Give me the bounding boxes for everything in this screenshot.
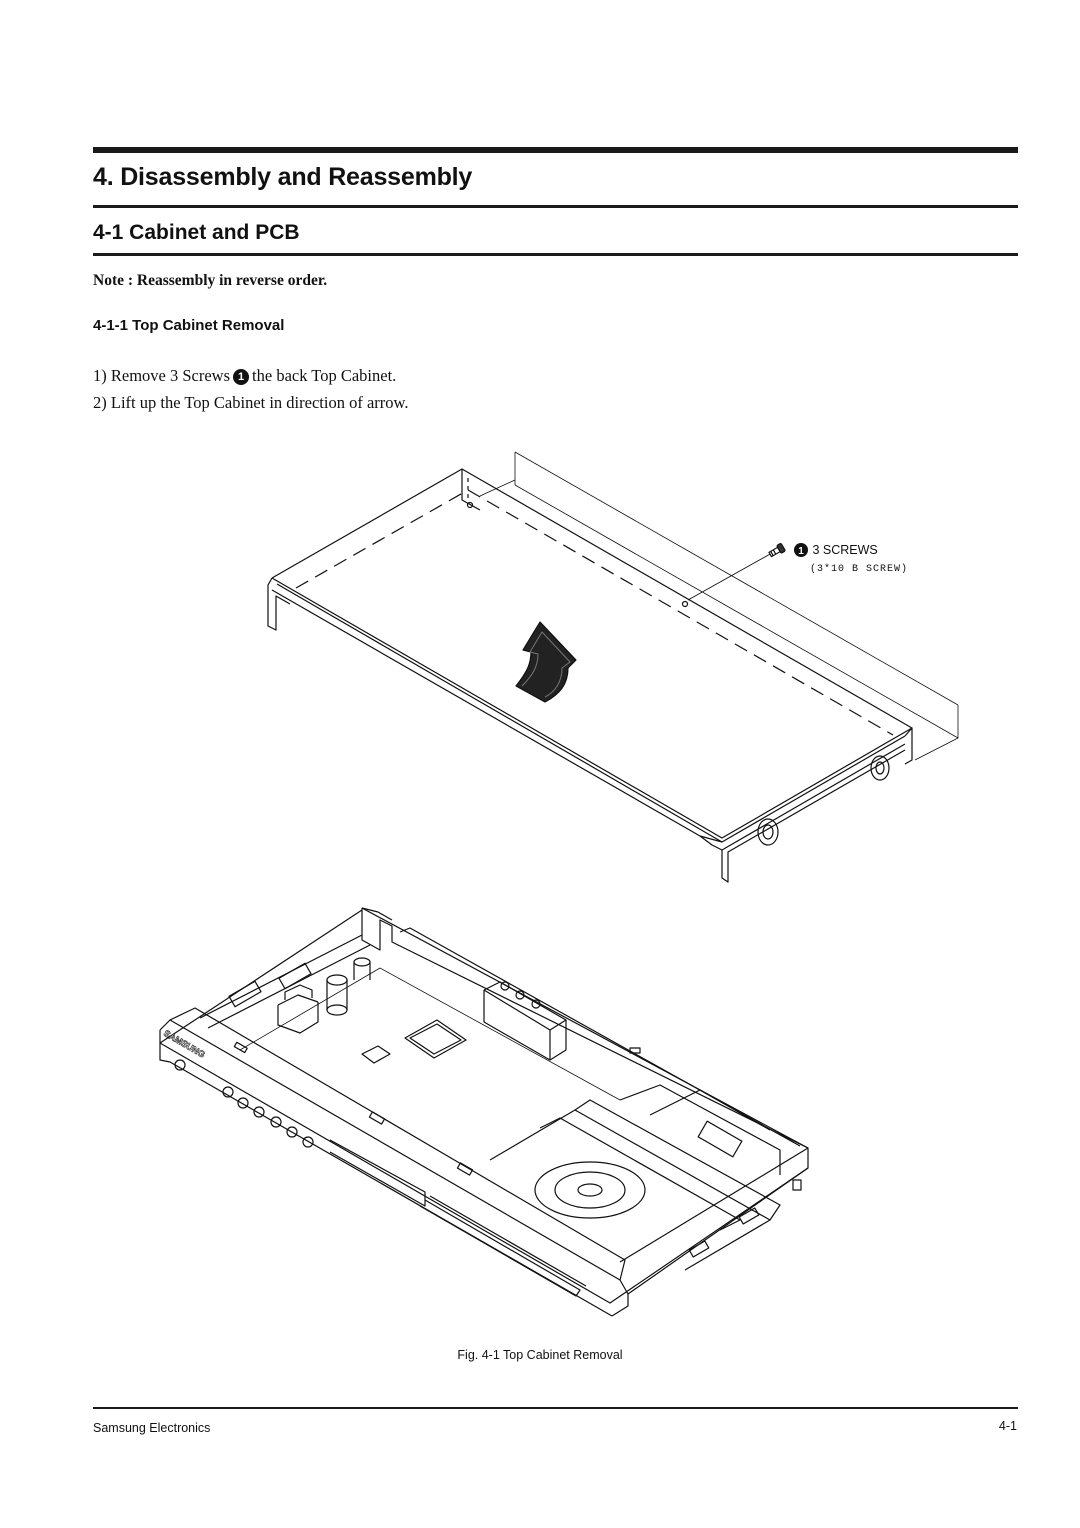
chapter-title: 4. Disassembly and Reassembly — [93, 163, 473, 191]
step-1-text-before: Remove 3 Screws — [110, 366, 231, 385]
step-2-number: 2) — [93, 393, 107, 412]
callout-marker: 1 — [798, 546, 804, 557]
top-cabinet-drawing — [267, 451, 959, 883]
chapter-top-rule — [93, 147, 1018, 153]
note-text: Note : Reassembly in reverse order. — [93, 272, 328, 289]
lift-arrow-icon — [515, 621, 577, 703]
step-2-text: Lift up the Top Cabinet in direction of … — [110, 393, 409, 412]
step-1-number: 1) — [93, 366, 107, 385]
section-title: 4-1 Cabinet and PCB — [93, 221, 300, 244]
screws-callout-spec: (3*10 B SCREW) — [810, 564, 909, 575]
footer-rule — [93, 1407, 1018, 1409]
footer-left-text: Samsung Electronics — [93, 1421, 211, 1435]
screw-callout — [687, 543, 808, 601]
chassis-drawing — [159, 907, 809, 1317]
page-number: 4-1 — [998, 1419, 1017, 1433]
front-panel-brand: SAMSUNG — [162, 1028, 207, 1060]
step-1-text-after: the back Top Cabinet. — [252, 366, 397, 385]
screws-callout-label: 1 3 SCREWS — [795, 543, 878, 557]
screw-marker-icon: 1 — [233, 369, 250, 385]
section-bottom-rule — [93, 253, 1018, 256]
callout-label-text: 3 SCREWS — [812, 543, 878, 557]
figure-caption: Fig. 4-1 Top Cabinet Removal — [457, 1348, 623, 1362]
step-2: 2) Lift up the Top Cabinet in direction … — [93, 393, 408, 413]
subsection-title: 4-1-1 Top Cabinet Removal — [93, 317, 285, 334]
screw-icon — [768, 543, 786, 558]
chapter-bottom-rule — [93, 205, 1018, 208]
